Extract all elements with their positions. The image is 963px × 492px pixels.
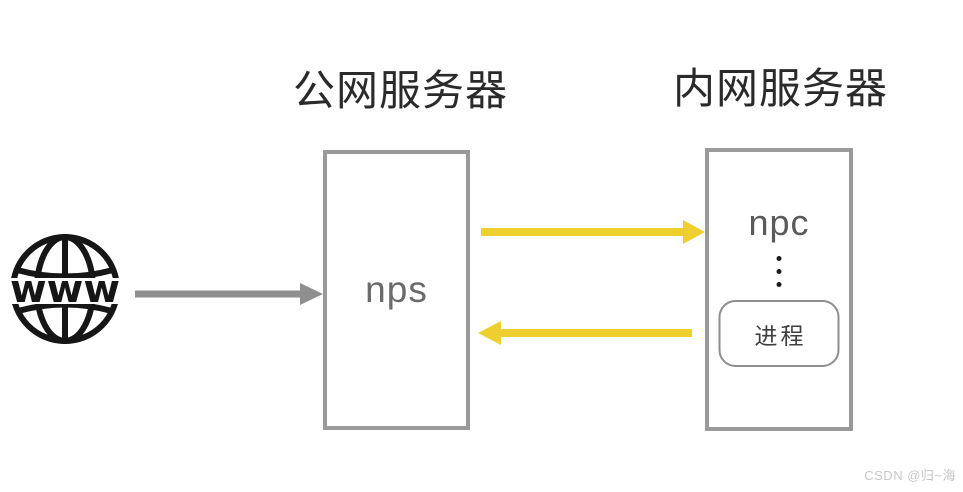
globe-band [9,278,121,304]
www-to-nps-arrow [135,283,323,305]
process-box: 进程 [718,300,840,367]
dot [776,256,782,261]
nps-to-npc-arrow [481,220,705,244]
private-server-title: 内网服务器 [673,65,889,112]
public-server-title: 公网服务器 [293,67,509,114]
globe-www-label: www [10,267,120,311]
process-label: 进程 [754,322,807,349]
nps-box: nps [323,150,470,430]
npc-to-nps-arrow [478,321,692,345]
watermark: CSDN @归~海 [864,468,956,483]
www-globe-icon: www [9,234,121,344]
nps-label: nps [365,269,428,310]
npc-box: npc 进程 [705,148,853,431]
vertical-ellipsis-icon [776,256,782,287]
npc-label: npc [748,202,810,243]
dot [776,269,782,274]
dot [776,282,782,287]
